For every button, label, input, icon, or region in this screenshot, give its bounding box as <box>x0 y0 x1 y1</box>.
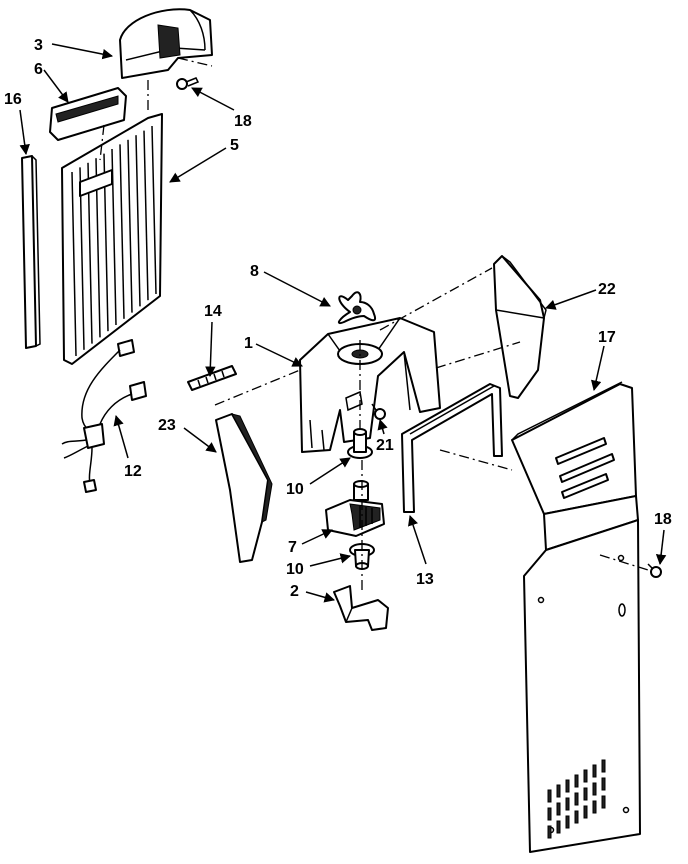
label-part-16: 16 <box>4 91 22 108</box>
part-17-rear-panel <box>511 381 641 853</box>
part-14-rod <box>187 365 237 391</box>
panel-rib <box>151 125 157 295</box>
label-part-3: 3 <box>34 37 43 54</box>
vent-slot <box>583 805 588 819</box>
label-part-1: 1 <box>244 335 253 352</box>
vent-slot <box>592 782 597 796</box>
label-part-8: 8 <box>250 263 259 280</box>
label-part-18-right: 18 <box>654 511 672 528</box>
vent-slot <box>547 807 552 821</box>
label-part-14: 14 <box>204 303 222 320</box>
part-2-bracket <box>333 585 389 631</box>
alignment-lines <box>99 57 649 590</box>
vent-slot <box>565 797 570 811</box>
vent-slot <box>574 792 579 806</box>
label-part-18-top: 18 <box>234 113 252 130</box>
part-12-wire-harness <box>61 339 147 493</box>
panel-rib <box>135 135 141 307</box>
vent-slot <box>592 800 597 814</box>
vent-slot <box>601 759 606 773</box>
part-13-u-channel <box>401 383 503 513</box>
rear-panel-vents <box>547 759 606 839</box>
panel-rib <box>127 139 133 313</box>
part-22-panel <box>493 255 547 399</box>
part-8-fan-blade <box>337 291 376 324</box>
vent-slot <box>556 820 561 834</box>
label-part-21: 21 <box>376 437 394 454</box>
vent-slot <box>556 802 561 816</box>
vent-slot <box>565 779 570 793</box>
part-18-screw-right <box>647 563 662 578</box>
label-part-6: 6 <box>34 61 43 78</box>
leader-lines <box>19 43 667 603</box>
vent-slot <box>583 769 588 783</box>
part-6-block <box>49 87 127 141</box>
label-part-13: 13 <box>416 571 434 588</box>
vent-slot <box>547 825 552 839</box>
part-labels: 3 6 16 18 5 14 8 1 23 12 10 21 7 10 2 13… <box>4 37 672 600</box>
part-18-screw-top <box>176 77 200 90</box>
label-part-17: 17 <box>598 329 616 346</box>
vent-slot <box>592 764 597 778</box>
panel-rib <box>71 171 77 357</box>
part-7-motor <box>325 480 385 537</box>
vent-slot <box>574 774 579 788</box>
part-10-grommet-upper <box>347 428 373 459</box>
vent-slot <box>601 777 606 791</box>
vent-slot <box>583 787 588 801</box>
label-part-23: 23 <box>158 417 176 434</box>
label-part-22: 22 <box>598 281 616 298</box>
part-5-ribbed-panel <box>61 113 163 365</box>
part-16-strip <box>21 155 41 349</box>
label-part-2: 2 <box>290 583 299 600</box>
vent-slot <box>547 789 552 803</box>
vent-slot <box>601 795 606 809</box>
label-part-10-upper: 10 <box>286 481 304 498</box>
vent-slot <box>565 815 570 829</box>
label-part-5: 5 <box>230 137 239 154</box>
panel-rib <box>143 130 149 301</box>
panel-rib <box>79 167 85 350</box>
part-23-side-panel <box>215 413 273 563</box>
vent-slot <box>556 784 561 798</box>
label-part-12: 12 <box>124 463 142 480</box>
label-part-10-lower: 10 <box>286 561 304 578</box>
part-3-duct-cap <box>119 8 213 79</box>
label-part-7: 7 <box>288 539 297 556</box>
panel-rib <box>119 144 125 319</box>
vent-slot <box>574 810 579 824</box>
